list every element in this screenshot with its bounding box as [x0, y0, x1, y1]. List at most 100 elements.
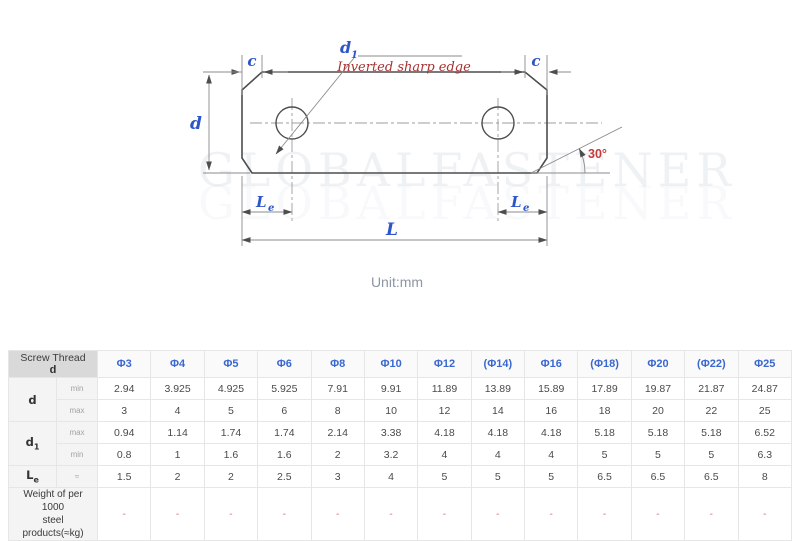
value-cell: 5 — [577, 443, 632, 466]
value-cell: 3.38 — [363, 421, 419, 444]
value-cell: 1.6 — [203, 443, 259, 466]
column-header: Φ25 — [737, 350, 793, 378]
d1-label: d — [340, 38, 351, 57]
watermark-echo: GLOBALFASTENER — [198, 176, 736, 230]
column-header: Φ10 — [363, 350, 419, 378]
dash-cell: - — [257, 487, 312, 541]
value-cell: 4 — [524, 443, 579, 466]
dash-cell: - — [203, 487, 259, 541]
value-cell: 17.89 — [577, 377, 632, 400]
dash-cell: - — [417, 487, 472, 541]
value-cell: 18 — [577, 399, 632, 422]
row-label: Le — [8, 465, 57, 488]
value-cell: 5.18 — [684, 421, 739, 444]
value-cell: 2.5 — [257, 465, 312, 488]
value-cell: 6.52 — [737, 421, 793, 444]
weight-label-line2: steel products(≈kg) — [22, 515, 84, 539]
value-cell: 2 — [203, 465, 259, 488]
l-label: L — [385, 220, 398, 240]
d1-label-sub: 1 — [351, 50, 358, 61]
value-cell: 0.94 — [97, 421, 152, 444]
d-label: d — [190, 114, 202, 134]
corner-header-line2: d — [49, 363, 57, 376]
dash-cell: - — [470, 487, 526, 541]
value-cell: 5 — [524, 465, 579, 488]
value-cell: 5.18 — [577, 421, 632, 444]
le-left-label-sub: e — [268, 203, 274, 214]
value-cell: 6 — [257, 399, 312, 422]
value-cell: 10 — [363, 399, 419, 422]
value-cell: 4 — [150, 399, 205, 422]
c-right-label: c — [531, 52, 540, 70]
value-cell: 12 — [417, 399, 472, 422]
column-header: Φ8 — [310, 350, 365, 378]
value-cell: 4.18 — [524, 421, 579, 444]
dash-cell: - — [310, 487, 365, 541]
value-cell: 2 — [150, 465, 205, 488]
value-cell: 2.14 — [310, 421, 365, 444]
value-cell: 16 — [524, 399, 579, 422]
corner-header-line1: Screw Thread — [20, 351, 86, 364]
value-cell: 4 — [470, 443, 526, 466]
d1-leader-line — [275, 57, 355, 155]
value-cell: 15.89 — [524, 377, 579, 400]
dash-cell: - — [577, 487, 632, 541]
value-cell: 3 — [97, 399, 152, 422]
watermark-text: GLOBALFASTENER — [198, 143, 736, 197]
value-cell: 5 — [417, 465, 472, 488]
column-header: (Φ18) — [577, 350, 632, 378]
value-cell: 4.925 — [203, 377, 259, 400]
column-header: (Φ14) — [470, 350, 526, 378]
dash-cell: - — [524, 487, 579, 541]
value-cell: 22 — [684, 399, 739, 422]
value-cell: 4.18 — [470, 421, 526, 444]
dash-cell: - — [684, 487, 739, 541]
value-cell: 2.94 — [97, 377, 152, 400]
value-cell: 5.18 — [630, 421, 686, 444]
value-cell: 4 — [363, 465, 419, 488]
weight-label-line1: Weight of per 1000 — [23, 489, 83, 513]
value-cell: 3.925 — [150, 377, 205, 400]
value-cell: 21.87 — [684, 377, 739, 400]
value-cell: 5 — [470, 465, 526, 488]
value-cell: 0.8 — [97, 443, 152, 466]
value-cell: 14 — [470, 399, 526, 422]
sub-label: max — [55, 421, 99, 444]
value-cell: 6.3 — [737, 443, 793, 466]
value-cell: 8 — [310, 399, 365, 422]
le-right-label: L — [510, 193, 522, 211]
value-cell: 1 — [150, 443, 205, 466]
column-header: Φ12 — [417, 350, 472, 378]
dash-cell: - — [97, 487, 152, 541]
angle-arc — [578, 148, 586, 174]
value-cell: 4.18 — [417, 421, 472, 444]
value-cell: 24.87 — [737, 377, 793, 400]
column-header: (Φ22) — [684, 350, 739, 378]
value-cell: 7.91 — [310, 377, 365, 400]
value-cell: 5.925 — [257, 377, 312, 400]
value-cell: 4 — [417, 443, 472, 466]
le-right-label-sub: e — [523, 203, 529, 214]
value-cell: 5 — [203, 399, 259, 422]
left-hole — [275, 106, 309, 140]
dash-cell: - — [630, 487, 686, 541]
value-cell: 5 — [630, 443, 686, 466]
value-cell: 1.74 — [257, 421, 312, 444]
c-left-label: c — [247, 52, 256, 70]
value-cell: 11.89 — [417, 377, 472, 400]
row-label: d — [8, 377, 57, 422]
value-cell: 6.5 — [684, 465, 739, 488]
value-cell: 13.89 — [470, 377, 526, 400]
right-hole — [481, 106, 515, 140]
